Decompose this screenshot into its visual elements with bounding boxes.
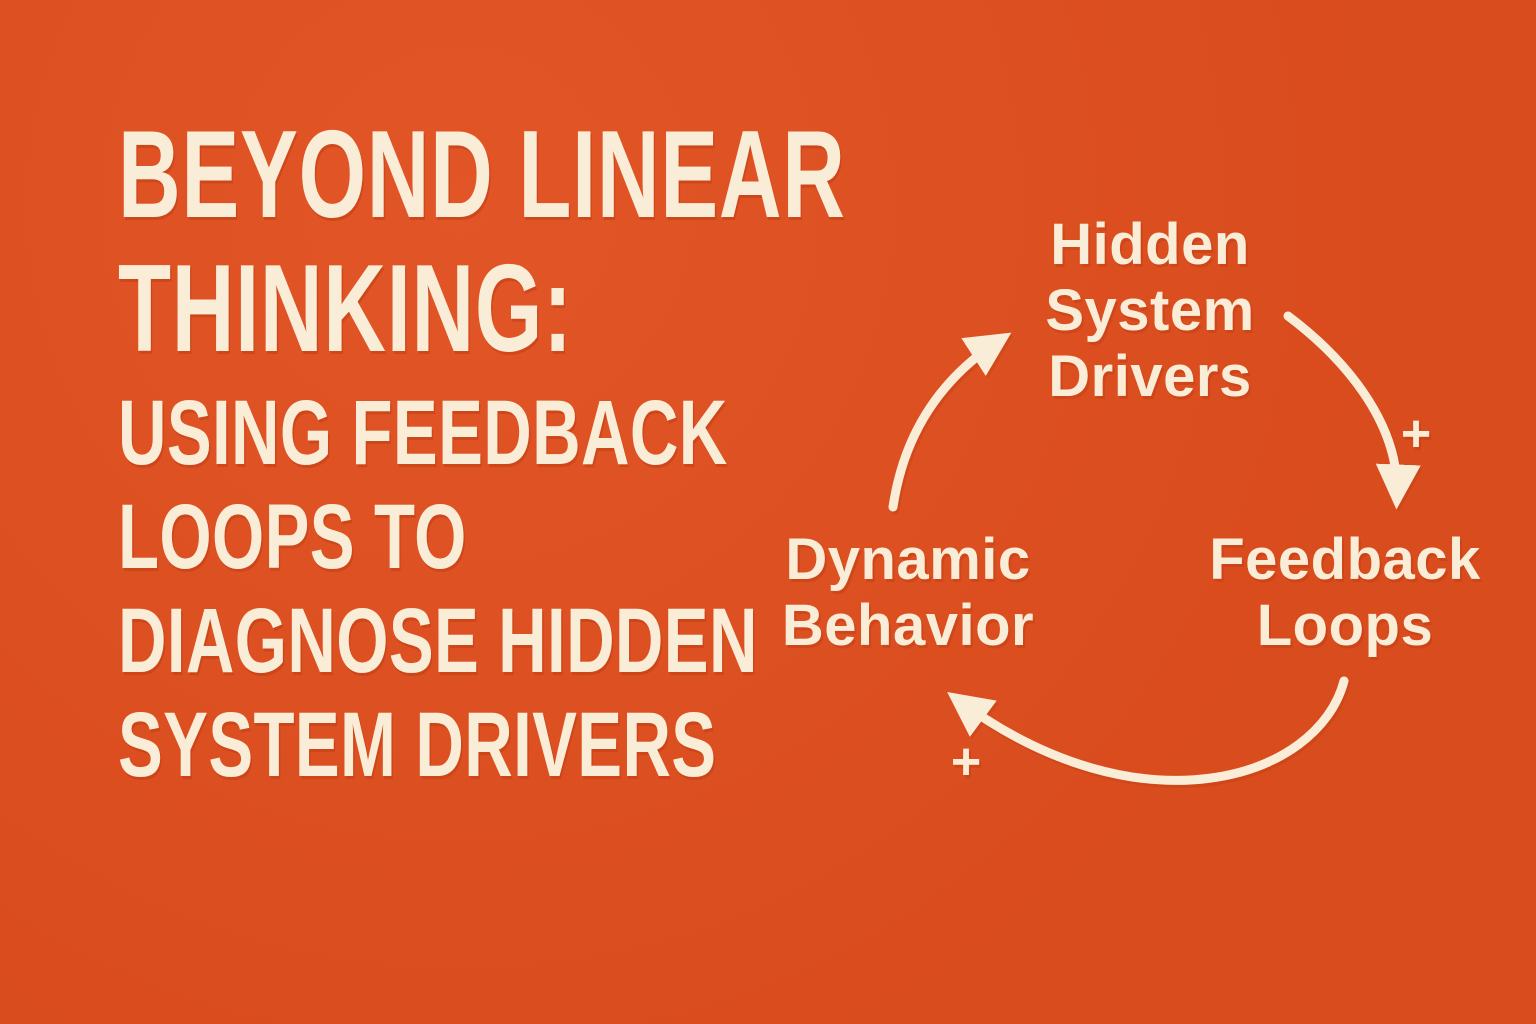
- page-subtitle: USING FEEDBACK LOOPS TO DIAGNOSE HIDDEN …: [118, 381, 758, 797]
- title-line-2: THINKING:: [118, 240, 573, 378]
- node-hidden-system-drivers: Hidden System Drivers: [980, 212, 1320, 410]
- node-top-line-3: Drivers: [1048, 344, 1252, 409]
- subtitle-line-1: USING FEEDBACK: [118, 382, 728, 484]
- node-top-line-1: Hidden: [1050, 212, 1250, 277]
- polarity-plus-right: +: [1400, 405, 1432, 463]
- node-left-line-2: Behavior: [781, 593, 1035, 658]
- subtitle-line-2: LOOPS TO: [118, 486, 467, 588]
- title-line-1: BEYOND LINEAR: [118, 106, 846, 244]
- node-right-line-1: Feedback: [1209, 527, 1481, 592]
- node-feedback-loops: Feedback Loops: [1175, 527, 1515, 659]
- node-right-line-2: Loops: [1256, 593, 1434, 658]
- node-left-line-1: Dynamic: [785, 527, 1031, 592]
- page-title: BEYOND LINEAR THINKING:: [118, 108, 846, 376]
- polarity-plus-bottom: +: [950, 733, 982, 791]
- subtitle-line-3: DIAGNOSE HIDDEN: [118, 590, 758, 692]
- node-top-line-2: System: [1045, 278, 1255, 343]
- subtitle-line-4: SYSTEM DRIVERS: [118, 694, 717, 796]
- node-dynamic-behavior: Dynamic Behavior: [738, 527, 1078, 659]
